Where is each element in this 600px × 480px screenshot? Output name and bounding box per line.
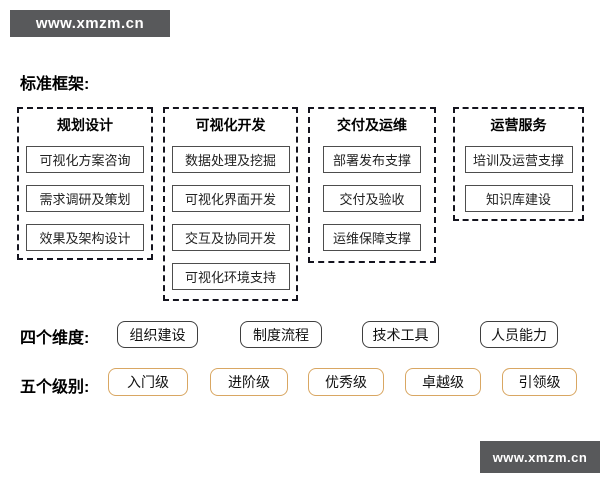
watermark-bottom: www.xmzm.cn xyxy=(480,441,600,473)
level-box-excellent: 优秀级 xyxy=(308,368,384,396)
levels-label: 五个级别: xyxy=(20,379,90,396)
framework-item: 需求调研及策划 xyxy=(26,185,144,212)
framework-item: 部署发布支撑 xyxy=(323,146,421,173)
framework-column-planning: 规划设计 可视化方案咨询 需求调研及策划 效果及架构设计 xyxy=(17,107,153,260)
dimension-box-process: 制度流程 xyxy=(240,321,322,348)
framework-column-development: 可视化开发 数据处理及挖掘 可视化界面开发 交互及协同开发 可视化环境支持 xyxy=(163,107,298,301)
framework-item: 效果及架构设计 xyxy=(26,224,144,251)
framework-item: 交付及验收 xyxy=(323,185,421,212)
dimension-box-tools: 技术工具 xyxy=(362,321,439,348)
framework-item: 数据处理及挖掘 xyxy=(171,146,290,173)
dimensions-label: 四个维度: xyxy=(20,330,90,347)
framework-item: 知识库建设 xyxy=(464,185,573,212)
framework-item: 交互及协同开发 xyxy=(171,224,290,251)
framework-label: 标准框架: xyxy=(20,76,90,93)
framework-item: 可视化环境支持 xyxy=(171,263,290,290)
dimension-box-personnel: 人员能力 xyxy=(480,321,558,348)
framework-column-delivery-ops: 交付及运维 部署发布支撑 交付及验收 运维保障支撑 xyxy=(308,107,436,263)
framework-item: 可视化方案咨询 xyxy=(26,146,144,173)
level-box-outstanding: 卓越级 xyxy=(405,368,481,396)
column-title: 可视化开发 xyxy=(195,117,266,133)
column-title: 运营服务 xyxy=(490,117,547,133)
level-box-leading: 引领级 xyxy=(502,368,577,396)
level-box-entry: 入门级 xyxy=(108,368,188,396)
level-box-advanced: 进阶级 xyxy=(210,368,288,396)
framework-item: 可视化界面开发 xyxy=(171,185,290,212)
dimension-box-organization: 组织建设 xyxy=(117,321,198,348)
watermark-top: www.xmzm.cn xyxy=(10,10,170,37)
framework-item: 运维保障支撑 xyxy=(323,224,421,251)
column-title: 规划设计 xyxy=(57,117,113,133)
column-title: 交付及运维 xyxy=(337,117,407,133)
framework-column-operation-service: 运营服务 培训及运营支撑 知识库建设 xyxy=(453,107,584,221)
framework-item: 培训及运营支撑 xyxy=(464,146,573,173)
